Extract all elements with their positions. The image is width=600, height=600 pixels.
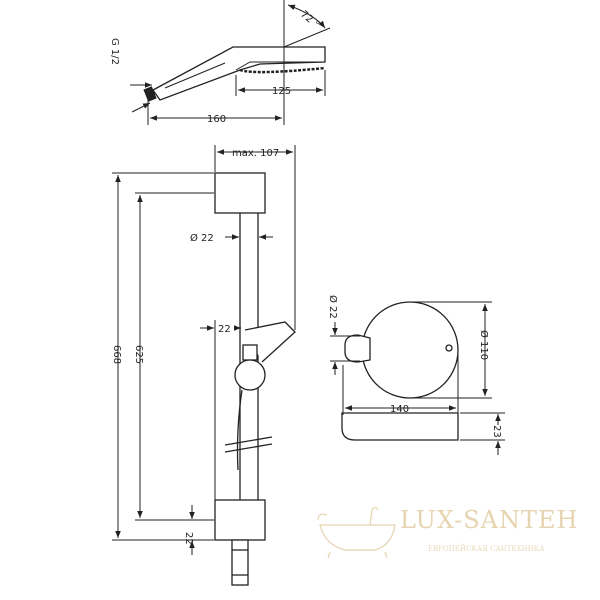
dim-625: 625: [133, 345, 144, 364]
dim-668: 668: [111, 345, 122, 364]
watermark-bathtub-logo: [317, 506, 396, 559]
shower-rail: [214, 172, 296, 586]
dim-soap-width: 140: [390, 404, 409, 415]
dim-thread: G 1/2: [109, 38, 120, 65]
watermark-tagline: ЕВРОПЕЙСКАЯ САНТЕХНИКА: [428, 545, 545, 553]
dim-160: 160: [207, 114, 226, 125]
soap-dish-dimensions: Ø 22 Ø 110 140: [327, 295, 492, 415]
dim-max-107: max. 107: [232, 148, 279, 159]
dim-holder-offset: 22: [218, 324, 231, 335]
dim-bottom-offset: 22: [183, 532, 194, 545]
dim-soap-diameter: Ø 110: [478, 330, 490, 360]
dim-rail-diameter: Ø 22: [190, 232, 214, 244]
soap-dish-top-view: [344, 301, 459, 399]
hand-shower-dimensions: 160 125 72 ° G 1/2: [109, 0, 331, 125]
dim-angle: 72 °: [298, 9, 321, 31]
dim-soap-rail: Ø 22: [327, 295, 339, 319]
hand-shower: [143, 46, 326, 102]
dim-125: 125: [272, 86, 291, 97]
soap-dish-side-view: 23: [341, 412, 505, 455]
watermark-brand: LUX-SANTEH: [400, 506, 579, 534]
rail-dimensions: max. 107 Ø 22 22 668 625 22: [111, 145, 296, 555]
dim-soap-height: 23: [491, 425, 502, 438]
